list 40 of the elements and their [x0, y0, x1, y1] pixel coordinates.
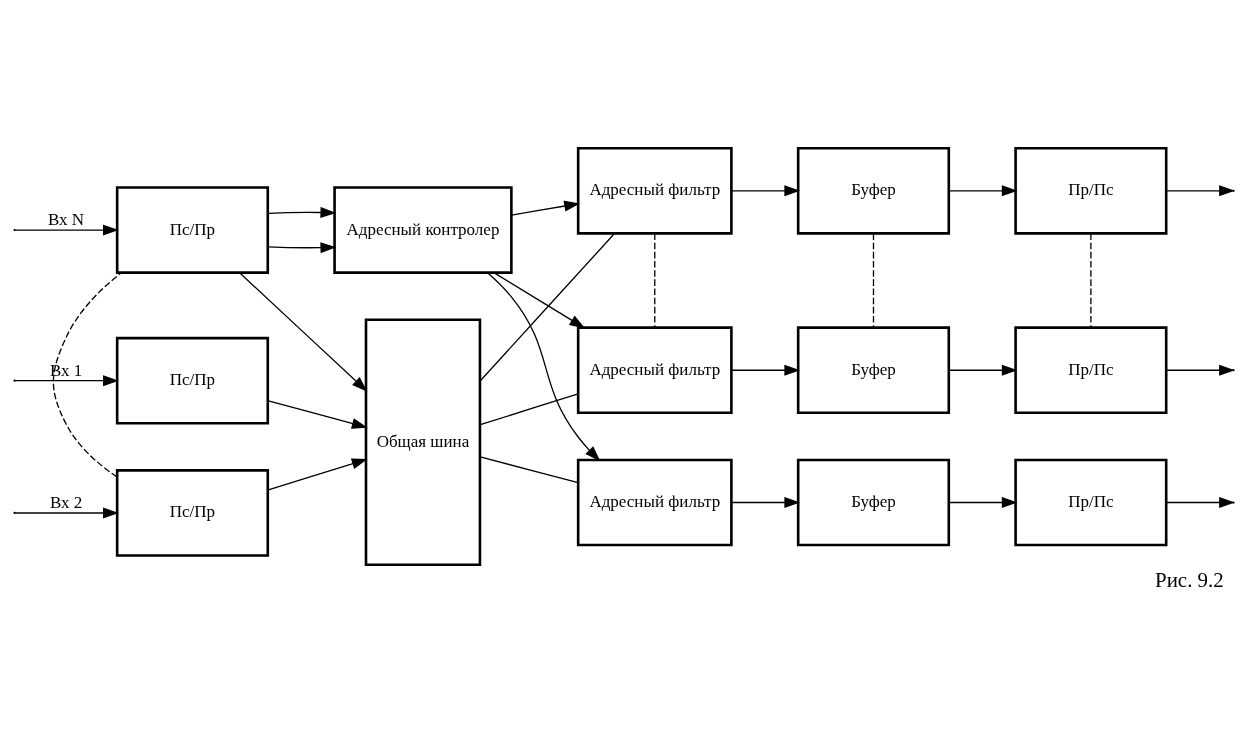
node-box: Буфер [796, 326, 951, 415]
node-box: Буфер [796, 146, 951, 235]
arrow [731, 364, 801, 376]
node-box: Общая шина [364, 318, 482, 566]
caption: Рис. 9.2 [1155, 567, 1224, 592]
node-box: Адресный контролер [333, 186, 513, 274]
node-box: Адресный фильтр [576, 146, 733, 235]
arrow [493, 272, 586, 329]
arrow [948, 185, 1018, 197]
connector [654, 232, 656, 329]
connector [872, 232, 875, 329]
arrow [267, 242, 337, 254]
node-box: Буфер [796, 458, 951, 547]
arrow [731, 185, 801, 197]
node-box: Пр/Пс [1014, 326, 1168, 415]
node-box: Адресный фильтр [576, 458, 733, 547]
node-box: Пс/Пр [115, 186, 270, 274]
arrow [239, 272, 368, 392]
node-box: Пс/Пр [115, 469, 270, 557]
connector [479, 456, 579, 484]
node-box: Пс/Пр [115, 336, 270, 425]
node-box: Пр/Пс [1014, 458, 1168, 547]
arrow [267, 458, 368, 491]
connector [479, 393, 579, 426]
arrow [267, 400, 368, 429]
arrow [14, 375, 119, 387]
arrow [948, 364, 1018, 376]
node-box: Адресный фильтр [576, 326, 733, 415]
arrow [731, 497, 801, 508]
arrow [486, 272, 601, 462]
arrow [267, 207, 337, 218]
edge-label: Вх 1 [49, 360, 83, 380]
arrow [510, 200, 580, 216]
arrow [948, 497, 1018, 508]
connector [52, 272, 122, 478]
connector [1090, 232, 1092, 329]
edge-label: Вх N [47, 210, 85, 230]
node-box: Пр/Пс [1014, 146, 1168, 235]
connector [479, 232, 616, 382]
edge-label: Вх 2 [49, 493, 83, 513]
